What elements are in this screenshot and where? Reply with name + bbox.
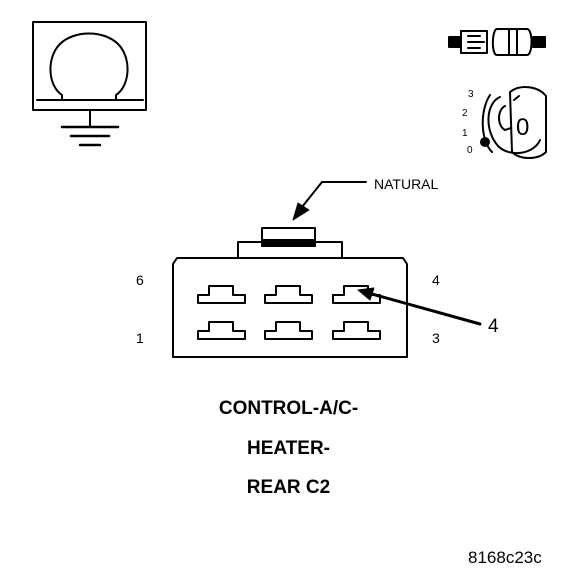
callout-number: 4	[488, 316, 499, 337]
connector-title-line-3: REAR C2	[246, 477, 331, 498]
cavity-4	[332, 285, 381, 304]
ignition-switch-off-icon	[480, 86, 547, 159]
pin-label-top-right: 4	[432, 272, 440, 288]
terminal-cavities	[197, 285, 381, 340]
ignition-position-2: 2	[462, 108, 468, 119]
ignition-position-0: 0	[467, 145, 473, 156]
ohmmeter-ground-icon	[32, 21, 147, 147]
connector-title-line-1: CONTROL-A/C-	[218, 398, 359, 419]
ignition-position-1: 1	[462, 128, 468, 139]
natural-leader-arrow	[292, 181, 367, 221]
cavity-6	[197, 285, 246, 304]
cavity-5	[264, 285, 313, 304]
connector-title-line-2: HEATER-	[246, 438, 331, 459]
disconnected-connector-icon	[448, 28, 546, 56]
ignition-position-3: 3	[468, 89, 474, 100]
cavity-3	[332, 321, 381, 340]
connector-body	[172, 227, 408, 358]
callout-arrow	[357, 287, 482, 326]
figure-id: 8168c23c	[468, 548, 542, 567]
pin-label-bottom-right: 3	[432, 330, 440, 346]
color-label: NATURAL	[374, 176, 439, 192]
pin-label-top-left: 6	[136, 272, 144, 288]
ignition-key-label: 0	[516, 114, 529, 141]
cavity-2	[264, 321, 313, 340]
cavity-1	[197, 321, 246, 340]
pin-label-bottom-left: 1	[136, 330, 144, 346]
